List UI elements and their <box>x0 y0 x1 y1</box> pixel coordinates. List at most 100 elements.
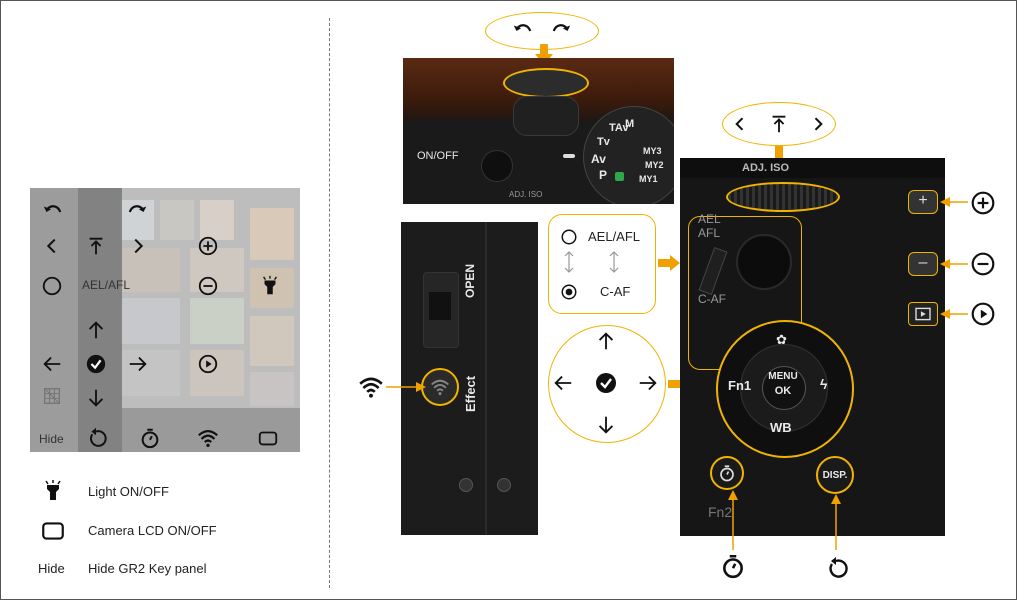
menu-label: MENU <box>768 371 798 382</box>
zoom-out-button[interactable]: – <box>908 252 938 276</box>
pointer-line <box>831 494 841 550</box>
redo-key[interactable] <box>124 200 152 224</box>
effect-button[interactable] <box>421 368 459 406</box>
zoom-in-button[interactable]: + <box>908 190 938 214</box>
chevron-right-icon <box>814 117 823 131</box>
timer-icon <box>723 554 743 579</box>
photo-thumbnails-background <box>120 188 300 408</box>
panel-mid-column <box>78 188 122 452</box>
grid-icon <box>43 387 61 405</box>
pointer-line <box>728 490 738 550</box>
arrow-left-icon <box>554 375 572 391</box>
wb-label: WB <box>770 420 792 435</box>
camera-top-photo: ON/OFF TAv Tv Av P M MY3 MY2 MY1 ADJ. IS… <box>403 58 674 204</box>
disp-back-key[interactable] <box>82 426 110 450</box>
chevron-left-icon <box>46 238 56 254</box>
panel-left-column <box>30 188 78 452</box>
ael-afl-toggle-key[interactable] <box>38 274 66 298</box>
dial-left-key[interactable] <box>38 234 66 258</box>
fn2-button[interactable] <box>710 456 744 490</box>
chevron-left-icon <box>735 117 744 131</box>
camera-side-photo: OPEN Effect <box>401 222 538 535</box>
disp-label: DISP. <box>822 469 848 481</box>
play-key[interactable] <box>194 352 222 376</box>
grid-key[interactable] <box>38 384 66 408</box>
legend-lcd-icon <box>40 518 66 544</box>
adj-label-top: ADJ. ISO <box>509 190 543 199</box>
arrow-up-bar-icon <box>772 115 786 133</box>
check-circle-icon <box>86 354 106 374</box>
arrow-down-icon <box>598 416 614 434</box>
camera-back-photo: ADJ. ISO AEL AFL C-AF MENU OK Fn1 WB ✿ ϟ… <box>680 158 945 536</box>
zoom-out-icon <box>971 252 995 276</box>
mode-my2: MY2 <box>645 160 664 170</box>
undo-icon <box>43 205 62 213</box>
zoom-in-icon <box>198 236 218 256</box>
redo-icon <box>552 24 571 32</box>
menu-ok-button[interactable] <box>762 366 806 410</box>
on-off-label: ON/OFF <box>417 150 459 162</box>
mode-m: M <box>625 118 635 130</box>
return-icon <box>90 427 107 447</box>
swap-arrows-icon <box>609 251 619 273</box>
arrow-up-icon <box>598 332 614 350</box>
ok-label: OK <box>774 385 792 397</box>
undo-key[interactable] <box>38 200 66 224</box>
playback-icon <box>915 307 931 321</box>
effect-label: Effect <box>463 375 478 412</box>
down-key[interactable] <box>82 386 110 410</box>
arrow-right-icon <box>639 375 657 391</box>
legend-hide-key: Hide <box>38 561 65 576</box>
wifi-key[interactable] <box>194 426 222 450</box>
legend-lcd-text: Camera LCD ON/OFF <box>88 523 217 538</box>
arrow-up-bar-icon <box>89 237 103 255</box>
mode-my1: MY1 <box>639 174 658 184</box>
wifi-icon <box>431 379 449 396</box>
play-icon <box>971 302 995 326</box>
lcd-key[interactable] <box>254 426 282 450</box>
right-key[interactable] <box>124 352 152 376</box>
dial-right-key[interactable] <box>124 234 152 258</box>
pointer-line <box>940 259 968 269</box>
disp-button[interactable]: DISP. <box>816 456 854 494</box>
light-key[interactable] <box>256 274 284 298</box>
fn1-label: Fn1 <box>728 378 752 393</box>
ael-afl-label: AEL/AFL <box>82 278 131 292</box>
check-circle-icon <box>596 373 616 393</box>
dial-callout <box>722 102 836 146</box>
chevron-right-icon <box>134 238 144 254</box>
dial-push-key[interactable] <box>82 234 110 258</box>
legend-hide-text: Hide GR2 Key panel <box>88 561 207 576</box>
adj-label-back: ADJ. ISO <box>742 162 790 174</box>
ael-afl-option: AEL/AFL <box>588 229 641 244</box>
hide-key[interactable]: Hide <box>39 432 64 446</box>
radio-empty-icon <box>42 276 62 296</box>
section-divider <box>329 18 330 588</box>
open-label: OPEN <box>463 263 477 298</box>
up-key[interactable] <box>82 318 110 342</box>
c-af-option: C-AF <box>600 284 631 299</box>
legend-flashlight-icon <box>40 478 66 504</box>
arrow-up-icon <box>88 321 104 339</box>
flashlight-icon <box>263 275 277 295</box>
timer-icon <box>720 465 734 482</box>
left-key[interactable] <box>38 352 66 376</box>
fn2-label: Fn2 <box>708 504 733 520</box>
swap-arrows-icon <box>564 251 574 273</box>
key-panel: AEL/AFL Hide <box>30 188 300 452</box>
auto-mode-marker <box>615 172 624 181</box>
zoom-in-icon <box>971 191 995 215</box>
zoom-in-key[interactable] <box>194 234 222 258</box>
mode-tv: Tv <box>597 136 610 148</box>
wifi-icon <box>198 430 218 447</box>
self-timer-key[interactable] <box>136 426 164 450</box>
radio-selected-icon <box>561 284 577 300</box>
play-icon <box>198 354 218 374</box>
ael-label: AEL <box>698 212 721 226</box>
redo-icon <box>128 205 147 213</box>
zoom-out-key[interactable] <box>194 274 222 298</box>
ok-key[interactable] <box>82 352 110 376</box>
pointer-line <box>940 309 968 319</box>
timer-icon <box>141 428 159 449</box>
playback-button[interactable] <box>908 302 938 326</box>
